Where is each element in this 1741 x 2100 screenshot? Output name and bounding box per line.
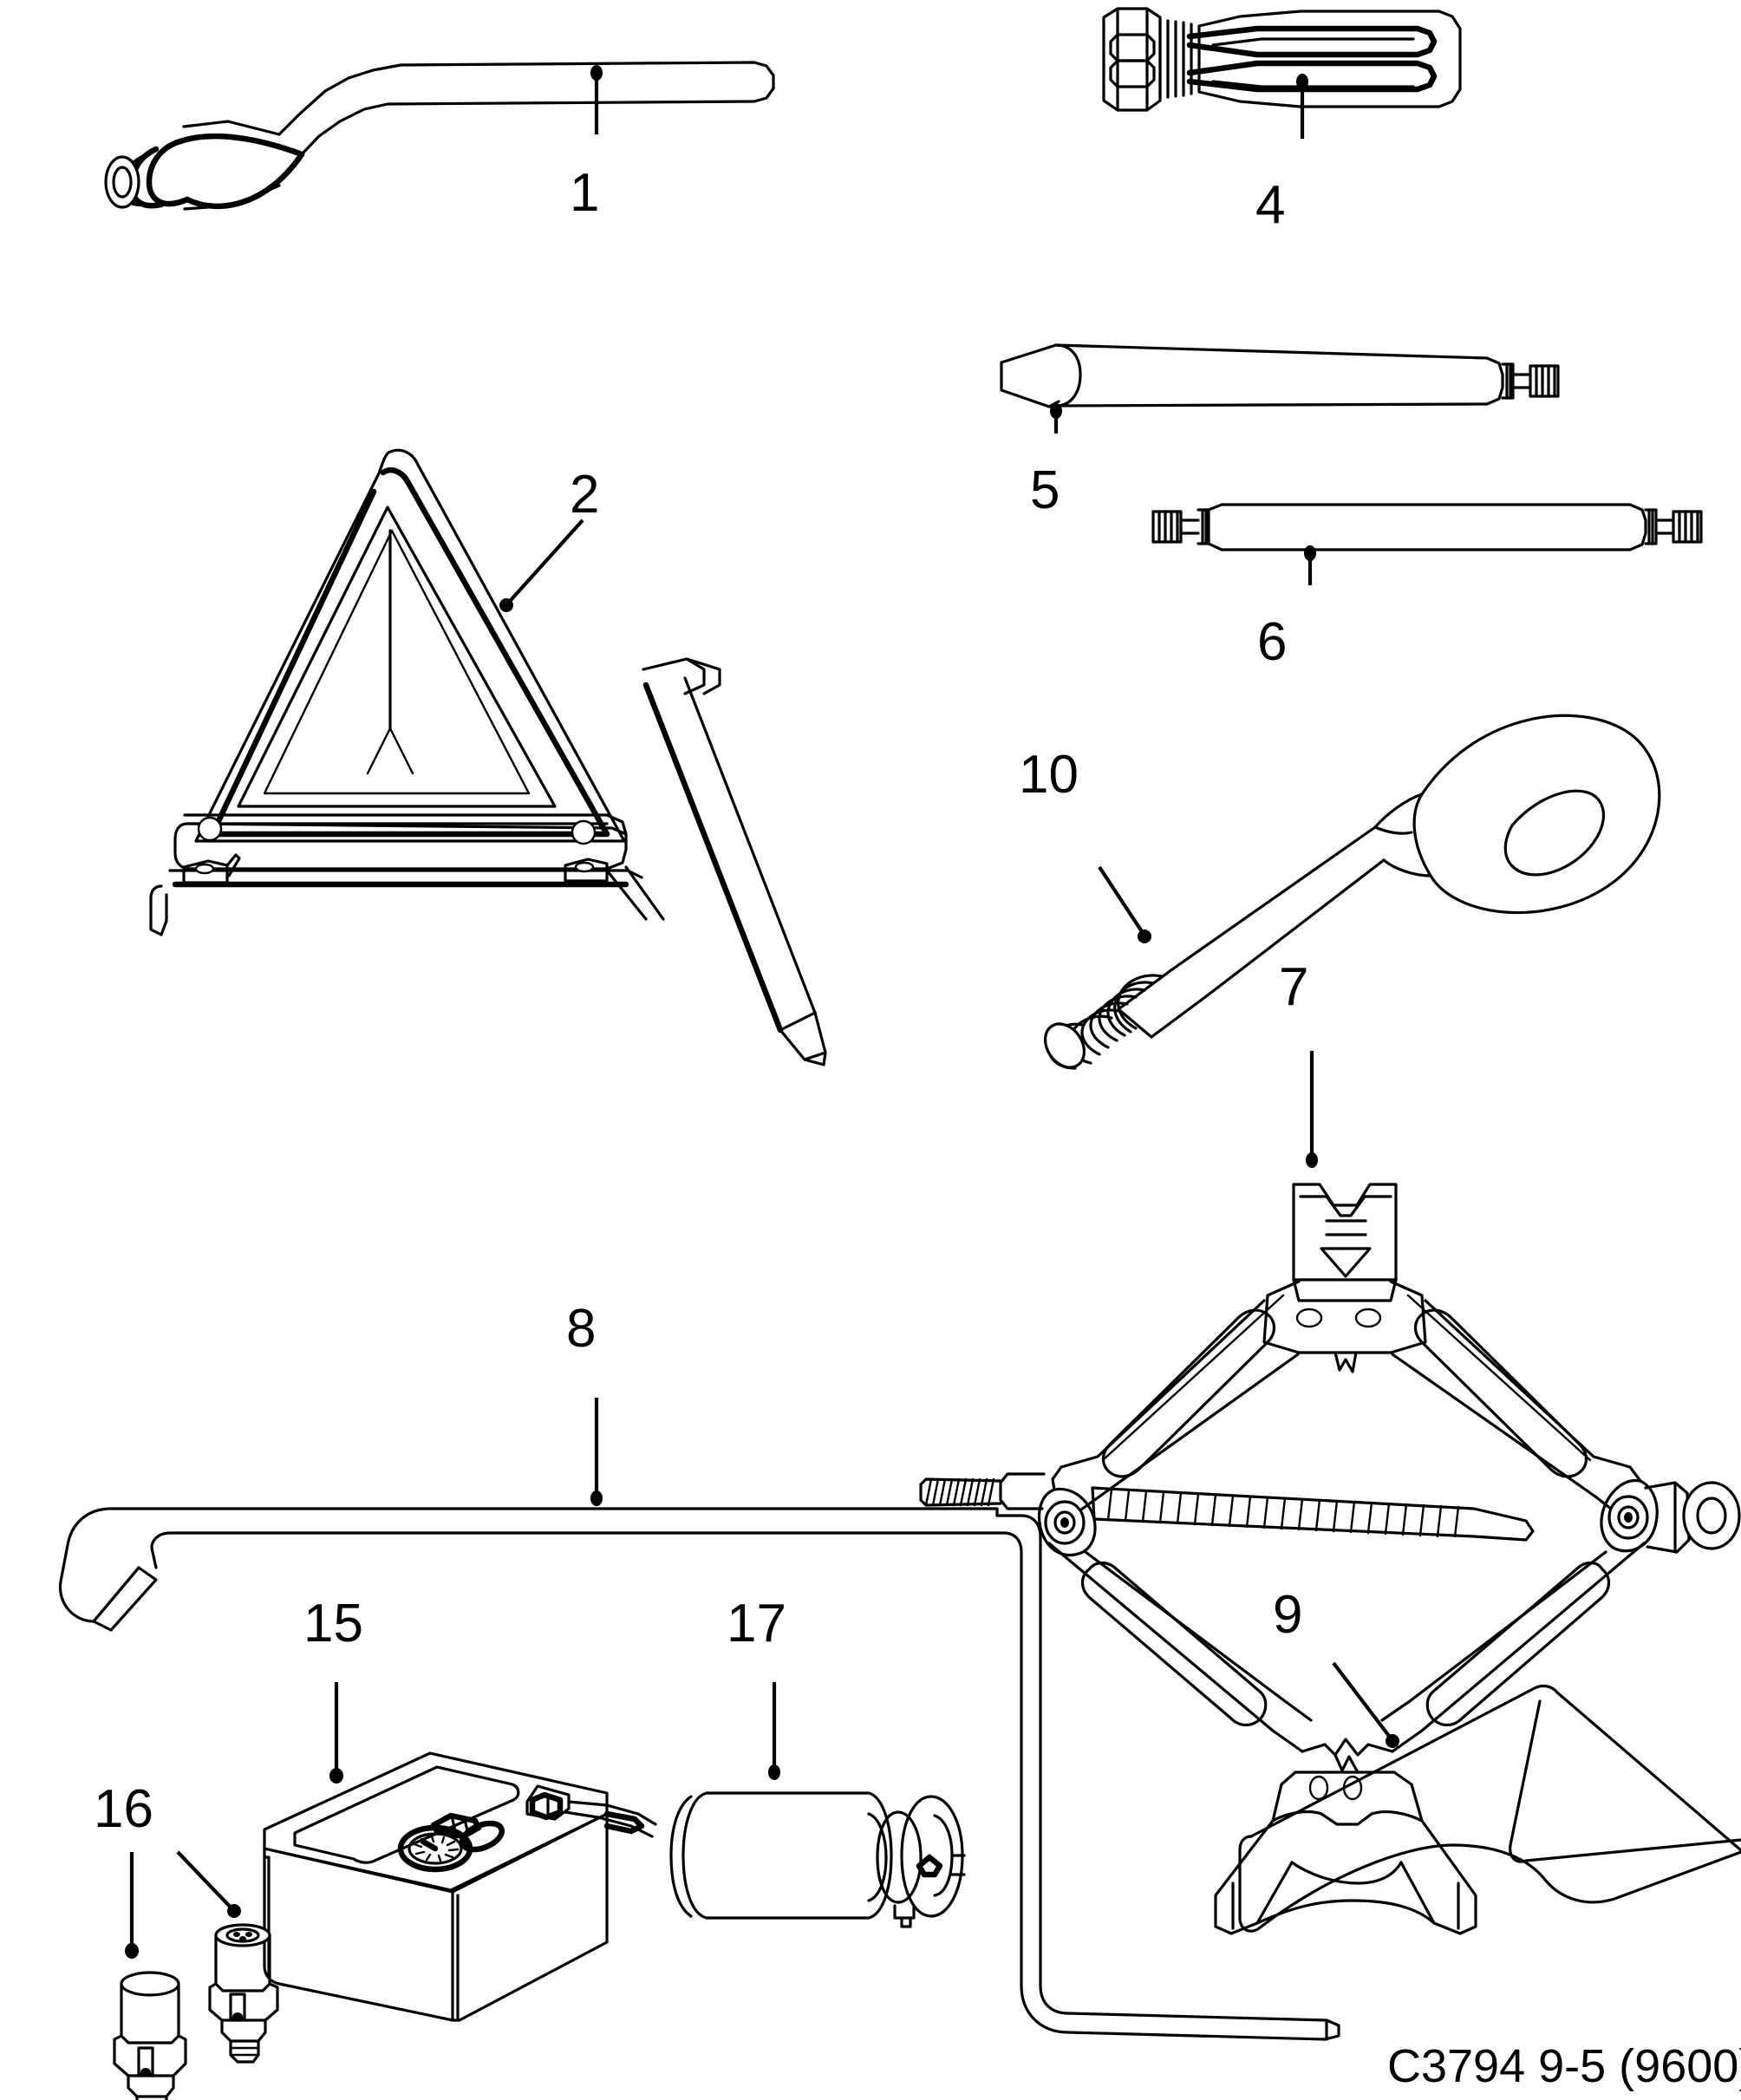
- callout-label-5: 5: [1030, 460, 1060, 520]
- valve-adapter-right: [208, 1923, 279, 2064]
- callout-label-1: 1: [570, 163, 600, 223]
- part-4-screwdriver-handle: [1102, 7, 1462, 139]
- callout-label-17: 17: [727, 1594, 786, 1653]
- part-15-tyre-repair-kit-box: [263, 1682, 657, 2022]
- callout-label-8: 8: [566, 1299, 597, 1359]
- part-10-towing-eye: [1043, 714, 1661, 1070]
- part-17-sealant-canister: [669, 1682, 966, 1928]
- part-16-valve-adapters: [113, 1850, 279, 2100]
- callout-label-16: 16: [94, 1779, 153, 1839]
- callout-label-4: 4: [1255, 175, 1286, 235]
- part-7-scissor-jack: [919, 1051, 1741, 1935]
- part-5-extension-rod-pointed: [1000, 343, 1560, 434]
- part-6-extension-rod: [1151, 503, 1703, 585]
- callout-label-10: 10: [1019, 745, 1079, 805]
- callout-label-9: 9: [1273, 1585, 1303, 1645]
- callout-label-15: 15: [303, 1594, 363, 1653]
- callout-label-7: 7: [1279, 957, 1309, 1017]
- valve-adapter-left: [113, 1971, 187, 2100]
- part-2-warning-triangle: [149, 448, 827, 1066]
- sheet-caption: C3794 9-5 (9600): [1387, 2040, 1741, 2092]
- callout-label-6: 6: [1257, 612, 1288, 672]
- part-9-wheel-chock: [1238, 1661, 1741, 1933]
- callout-label-2: 2: [570, 465, 600, 525]
- part-1-wheel-wrench: [104, 61, 775, 211]
- part-8-jack-crank-handle: [58, 1398, 1340, 2041]
